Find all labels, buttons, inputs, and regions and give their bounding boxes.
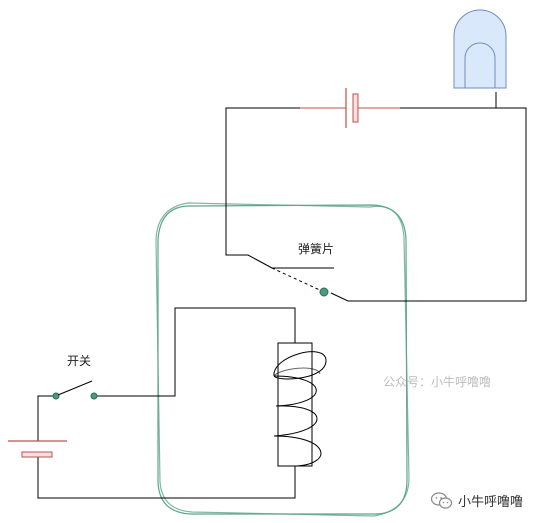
bottom-battery bbox=[8, 440, 67, 458]
brand-name: 小牛呼噜噜 bbox=[458, 495, 524, 510]
coil-icon bbox=[273, 342, 327, 467]
watermark-text: 公众号：小牛呼噜噜 bbox=[383, 375, 492, 389]
relay-housing bbox=[155, 202, 410, 517]
switch-icon bbox=[52, 380, 98, 400]
spring-leaf-label: 弹簧片 bbox=[298, 242, 335, 256]
switch-label: 开关 bbox=[67, 354, 92, 368]
lamp-circuit-wire bbox=[225, 92, 527, 302]
spring-leaf-contact bbox=[271, 267, 334, 297]
bulb-icon bbox=[453, 9, 507, 89]
wechat-icon bbox=[431, 491, 453, 509]
coil-circuit-wire bbox=[37, 307, 296, 499]
contact-dot bbox=[319, 287, 329, 297]
top-battery bbox=[300, 88, 400, 128]
brand-badge: 小牛呼噜噜 bbox=[431, 491, 523, 510]
